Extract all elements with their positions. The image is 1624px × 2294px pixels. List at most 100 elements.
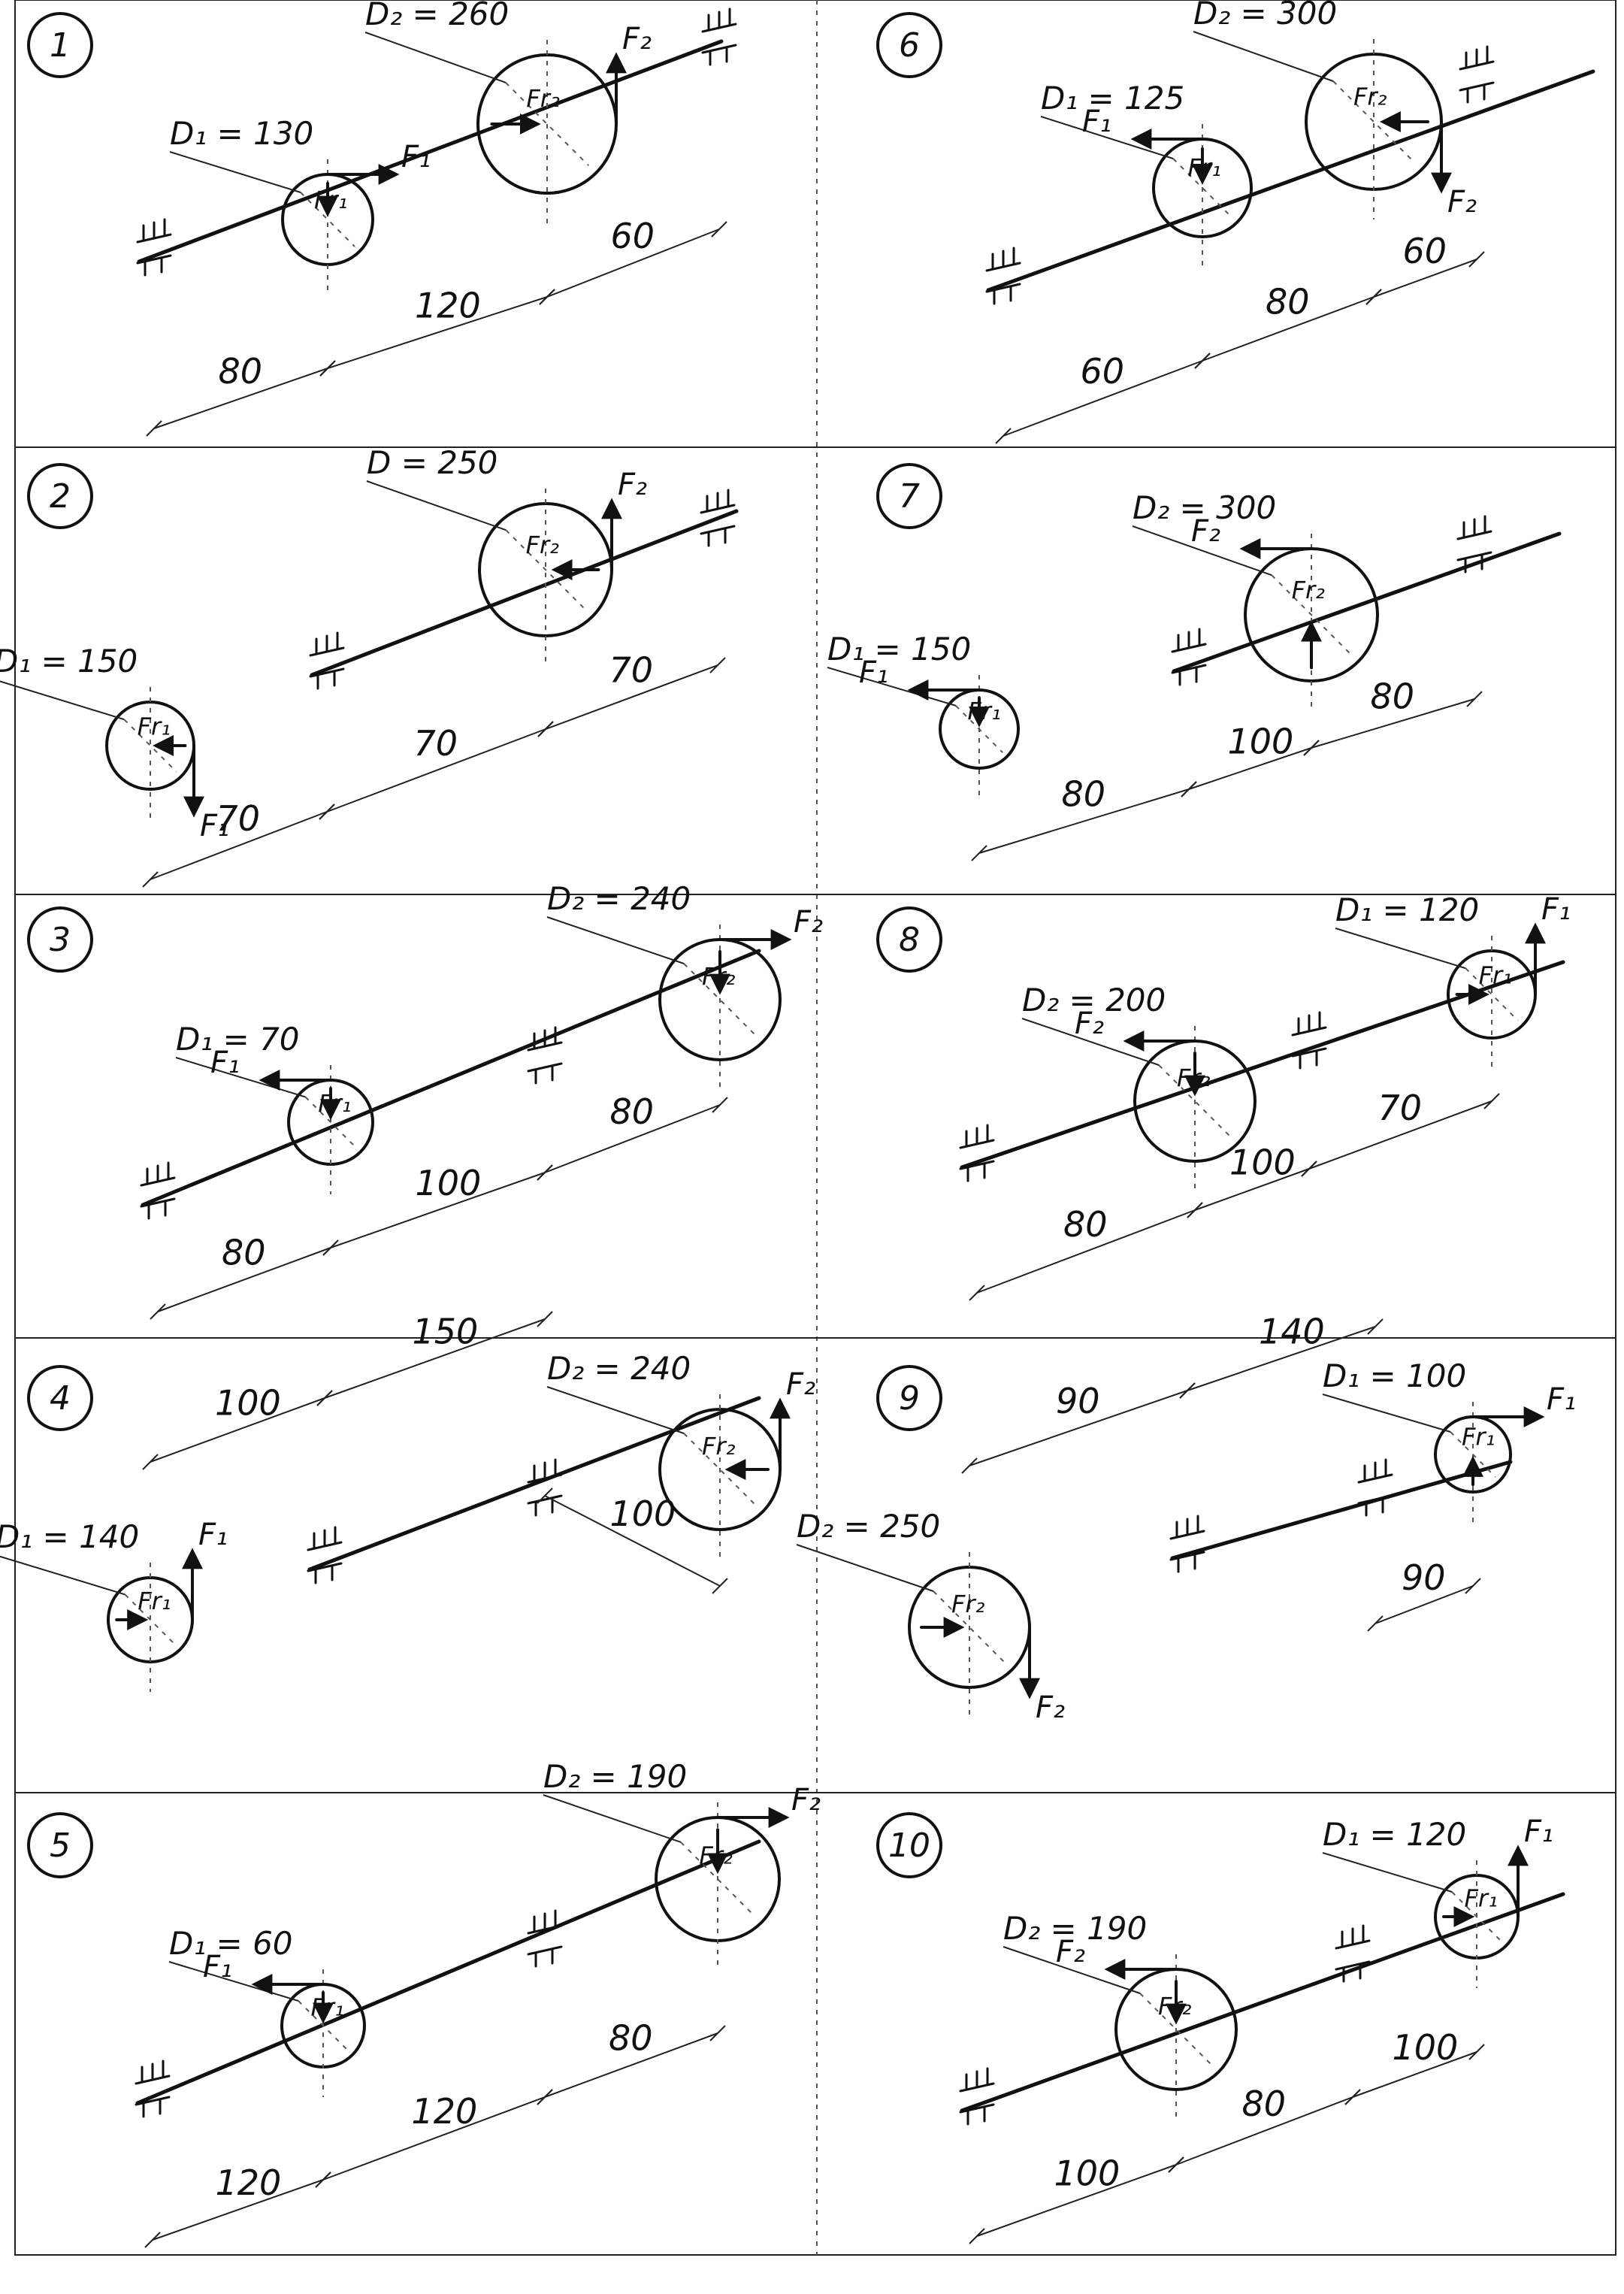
dimension-value: 80 bbox=[1371, 676, 1415, 717]
bearing-symbol bbox=[527, 1026, 563, 1085]
dimension: 90 bbox=[961, 1381, 1196, 1474]
radial-force-label: Fr₁ bbox=[311, 1993, 344, 2021]
tangential-force-label: F₂ bbox=[791, 1783, 821, 1817]
dimension-tick bbox=[146, 420, 162, 437]
dimension-tick bbox=[1179, 1382, 1196, 1399]
dimension-line bbox=[1175, 2096, 1353, 2165]
bearing-symbol bbox=[700, 489, 736, 547]
dimension-tick bbox=[1344, 2089, 1361, 2105]
bearing-bottom bbox=[527, 1494, 563, 1517]
bearing-top bbox=[1456, 515, 1492, 540]
dimension-tick bbox=[144, 2232, 161, 2248]
dimension-value: 80 bbox=[610, 1091, 655, 1132]
tangential-force-label: F₂ bbox=[794, 905, 823, 940]
panel-number: 1 bbox=[50, 26, 71, 65]
tangential-force-label: F₁ bbox=[1547, 1382, 1576, 1417]
dimension-value: 80 bbox=[222, 1233, 266, 1273]
dimension: 80 bbox=[971, 774, 1197, 861]
shaft-line bbox=[960, 960, 1565, 1170]
bearing-symbol bbox=[1291, 1011, 1327, 1070]
shaft-line bbox=[141, 949, 761, 1207]
diameter-label: D₂ = 250 bbox=[797, 1508, 940, 1545]
diameter-line bbox=[1172, 158, 1232, 218]
bearing-bottom bbox=[1459, 81, 1495, 104]
dimension: 80 bbox=[1194, 282, 1382, 369]
radial-force-label: Fr₁ bbox=[138, 713, 171, 741]
bearing-symbol bbox=[959, 1124, 995, 1182]
tangential-force-label: F₂ bbox=[1056, 1935, 1085, 1969]
bearing-symbol bbox=[985, 247, 1021, 305]
dimension-value: 90 bbox=[1402, 1557, 1446, 1598]
dimension-value: 80 bbox=[219, 351, 263, 392]
dimension: 80 bbox=[969, 1202, 1203, 1301]
bearing-top bbox=[985, 247, 1021, 272]
dimension-value: 80 bbox=[1242, 2084, 1287, 2124]
diameter-leader bbox=[364, 32, 507, 83]
bearing-bottom bbox=[307, 1562, 343, 1584]
dimension-value: 80 bbox=[1063, 1204, 1108, 1245]
dimension-line bbox=[969, 1390, 1188, 1466]
bearing-top bbox=[527, 1909, 563, 1935]
panel-number-circle bbox=[27, 12, 93, 78]
diameter-line bbox=[1139, 1993, 1213, 2066]
dimension-line bbox=[324, 1318, 546, 1399]
dimension-tick bbox=[1367, 1615, 1384, 1632]
dimension: 120 bbox=[144, 2162, 331, 2248]
dimension-line bbox=[1202, 296, 1375, 362]
bearing-top bbox=[701, 8, 737, 33]
dimension-tick bbox=[537, 2089, 553, 2105]
diameter-line bbox=[683, 963, 757, 1037]
dimension: 80 bbox=[1303, 676, 1483, 756]
diameter-label: D₂ = 300 bbox=[1133, 489, 1276, 526]
diameter-line bbox=[505, 82, 589, 166]
bearing-top bbox=[307, 1526, 343, 1551]
bearing-symbol bbox=[1456, 515, 1492, 574]
dimension-line bbox=[976, 1209, 1196, 1294]
radial-force-label: Fr₂ bbox=[526, 531, 560, 559]
bearing-top bbox=[1459, 45, 1495, 71]
diameter-label: D₁ = 140 bbox=[0, 1518, 139, 1555]
diameter-line bbox=[933, 1590, 1006, 1664]
bearing-symbol bbox=[1335, 1924, 1371, 1983]
dimension-value: 60 bbox=[1081, 351, 1125, 392]
bearing-symbol bbox=[701, 8, 737, 66]
panel-grid bbox=[14, 0, 1616, 2256]
dimension-tick bbox=[1194, 353, 1211, 369]
bearing-symbol bbox=[527, 1458, 563, 1517]
bearing-bottom bbox=[140, 1197, 176, 1220]
dimension-value: 80 bbox=[1266, 282, 1310, 322]
bearing-top bbox=[959, 2067, 995, 2093]
bearing-bottom bbox=[527, 1945, 563, 1968]
dimension: 100 bbox=[322, 1163, 553, 1256]
diameter-label: D = 250 bbox=[367, 444, 497, 481]
panel-number-circle bbox=[27, 463, 93, 529]
bearing-symbol bbox=[307, 1526, 343, 1584]
dimension: 80 bbox=[537, 2018, 726, 2105]
dimension-value: 140 bbox=[1259, 1312, 1325, 1352]
dimension-line bbox=[1311, 698, 1475, 749]
dimension-line bbox=[976, 2164, 1177, 2237]
dimension-line bbox=[327, 296, 548, 369]
dimension: 70 bbox=[1301, 1088, 1500, 1177]
bearing-top bbox=[700, 489, 736, 514]
bearing-bottom bbox=[959, 2103, 995, 2126]
bearing-top bbox=[1171, 628, 1207, 653]
diameter-label: D₁ = 120 bbox=[1335, 891, 1479, 928]
bearing-symbol bbox=[1169, 1515, 1205, 1573]
dimension-line bbox=[544, 1495, 721, 1587]
diameter-label: D₁ = 70 bbox=[176, 1021, 300, 1058]
dimension-line bbox=[152, 2179, 324, 2241]
diameter-label: D₁ = 120 bbox=[1323, 1816, 1466, 1853]
diameter-label: D₁ = 130 bbox=[170, 115, 313, 152]
tangential-force-label: F₂ bbox=[1036, 1690, 1065, 1725]
dimension-tick bbox=[1466, 691, 1483, 707]
tangential-force-label: F₂ bbox=[618, 468, 647, 502]
